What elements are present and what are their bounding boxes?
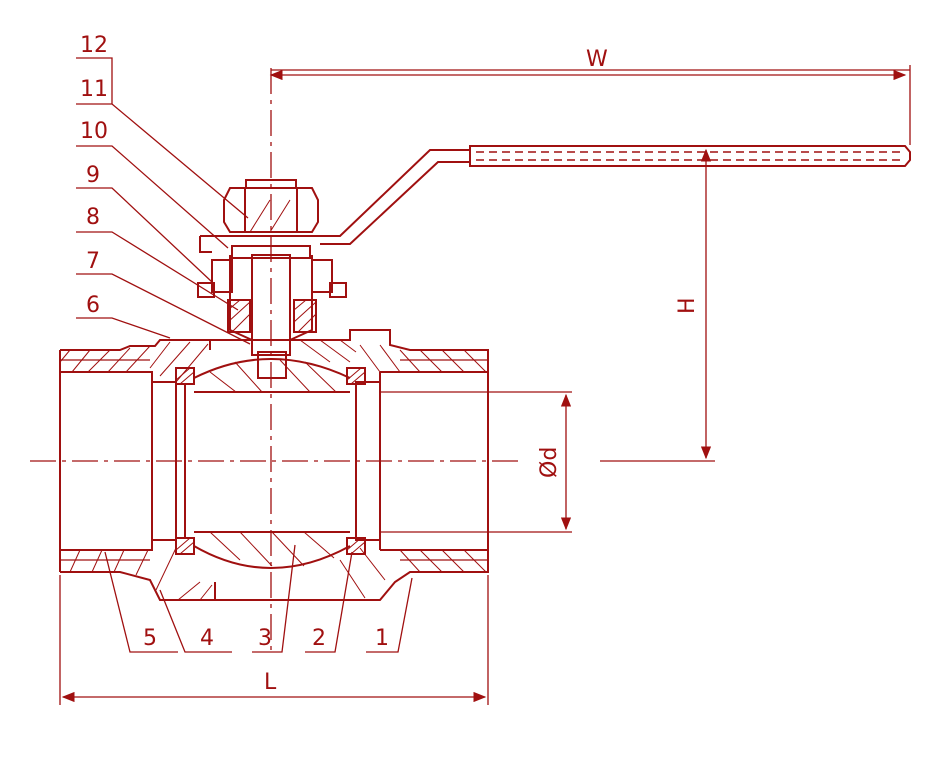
dimension-h-label: H — [675, 297, 700, 314]
part-number-7: 7 — [86, 249, 100, 274]
part-number-11: 11 — [80, 77, 108, 102]
part-number-10: 10 — [80, 119, 108, 144]
part-number-9: 9 — [86, 163, 100, 188]
dimension-l-label: L — [264, 670, 277, 695]
bottom-leaders — [104, 544, 413, 653]
dimension-w — [269, 65, 911, 145]
valve-body — [210, 329, 489, 601]
part-number-3: 3 — [258, 626, 272, 651]
dimension-od-label: Ød — [537, 447, 562, 478]
handle-nut — [223, 179, 319, 233]
part-number-1: 1 — [375, 626, 389, 651]
dimension-l — [59, 575, 489, 705]
part-number-2: 2 — [312, 626, 326, 651]
dimension-w-label: W — [586, 47, 608, 72]
left-end-cap — [59, 339, 216, 601]
dimension-od — [380, 391, 572, 533]
lever-handle — [199, 145, 911, 253]
seats — [175, 367, 366, 555]
part-number-6: 6 — [86, 293, 100, 318]
left-leaders — [76, 57, 251, 345]
part-number-5: 5 — [143, 626, 157, 651]
part-number-8: 8 — [86, 205, 100, 230]
part-number-4: 4 — [200, 626, 214, 651]
part-number-12: 12 — [80, 33, 108, 58]
stem-assembly — [197, 245, 347, 356]
ball — [193, 351, 351, 569]
